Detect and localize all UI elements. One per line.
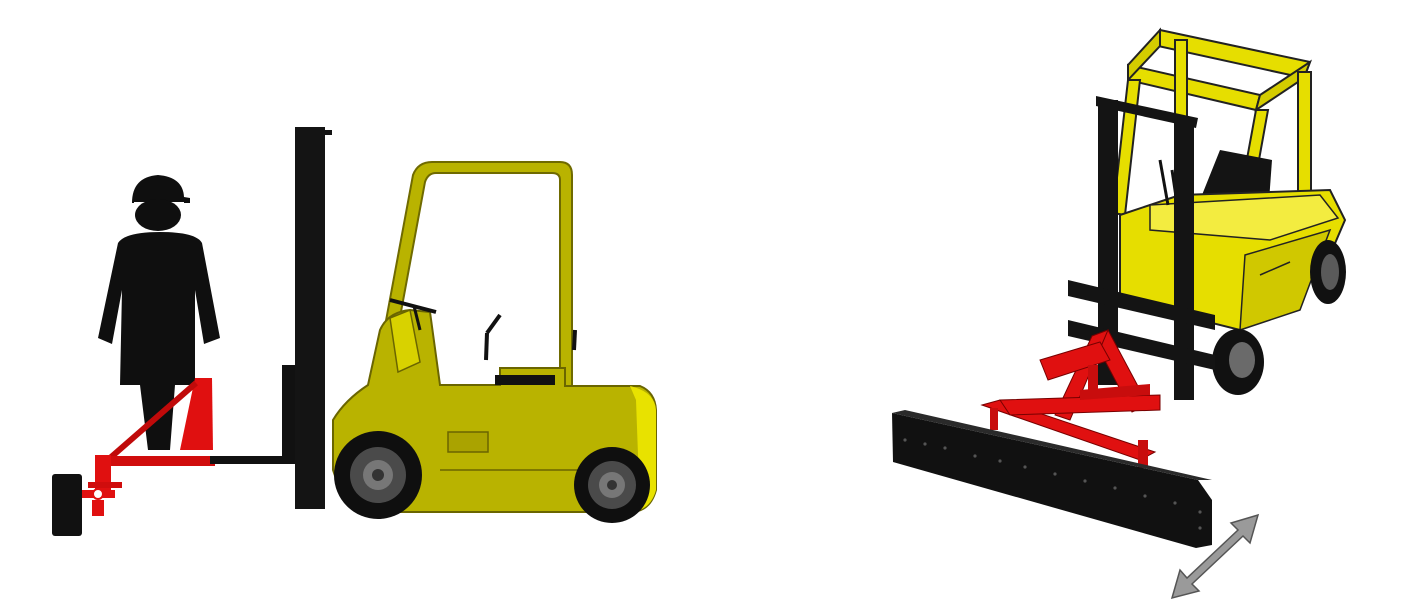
rear-wheel-side <box>574 447 650 523</box>
isometric-view-panel <box>892 30 1346 598</box>
blade-end-view <box>52 474 82 536</box>
front-wheel-side <box>334 431 422 519</box>
front-wheel-iso <box>1212 329 1264 395</box>
side-view-panel <box>52 127 656 536</box>
rear-wheel-iso <box>1310 240 1346 304</box>
grading-blade-iso <box>892 410 1212 548</box>
forklift-mast <box>295 127 332 509</box>
